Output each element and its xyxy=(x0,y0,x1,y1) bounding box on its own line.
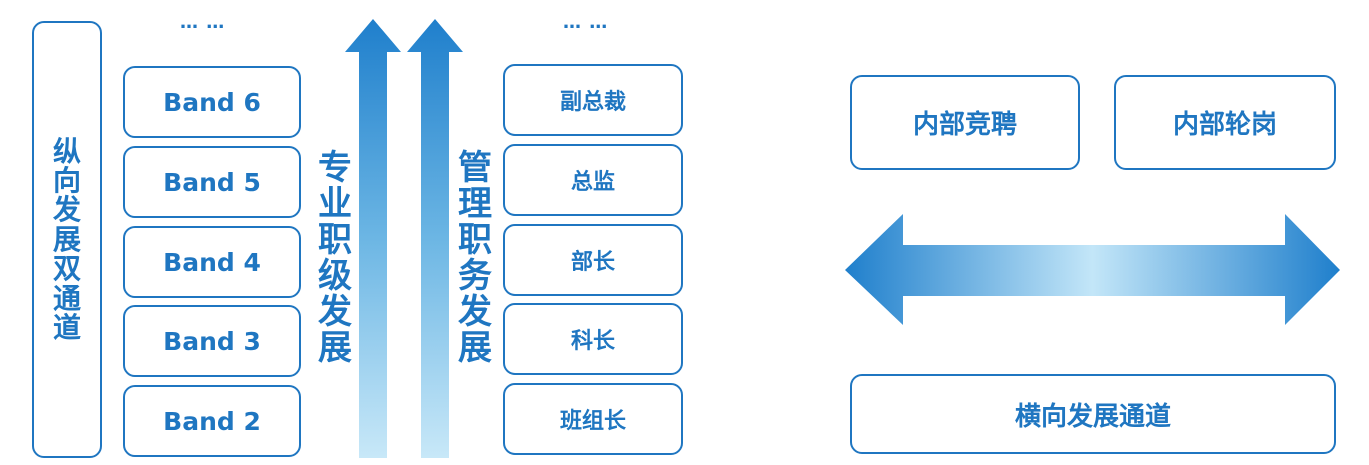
vertical-char: 道 xyxy=(52,310,81,344)
vertical-char: 发 xyxy=(458,292,492,333)
band-2-box: Band 2 xyxy=(123,385,301,457)
vertical-char: 发 xyxy=(52,193,81,227)
vertical-char: 展 xyxy=(458,328,492,369)
vice-president-box: 副总裁 xyxy=(503,64,683,136)
management-track-label: 管理职务发展 xyxy=(458,150,492,366)
professional-track-label: 专业职级发展 xyxy=(318,150,352,366)
vertical-char: 职 xyxy=(458,220,492,261)
vertical-char: 业 xyxy=(318,184,352,225)
band-3-box: Band 3 xyxy=(123,305,301,377)
vertical-char: 管 xyxy=(458,148,492,188)
vertical-channel-title: 纵向发展双通道 xyxy=(52,134,81,344)
band-6-box: Band 6 xyxy=(123,66,301,138)
internal-recruitment-box: 内部竞聘 xyxy=(850,75,1080,170)
management-ellipsis: … … xyxy=(563,12,609,33)
vertical-char: 双 xyxy=(52,252,81,286)
vertical-char: 务 xyxy=(458,256,492,297)
vertical-char: 理 xyxy=(458,184,492,225)
vertical-char: 级 xyxy=(318,256,352,297)
band-5-box: Band 5 xyxy=(123,146,301,218)
vertical-char: 展 xyxy=(318,328,352,369)
vertical-char: 职 xyxy=(318,220,352,261)
director-box: 总监 xyxy=(503,144,683,216)
vertical-char: 专 xyxy=(318,148,352,188)
department-head-box: 部长 xyxy=(503,224,683,296)
vertical-char: 纵 xyxy=(52,134,81,168)
vertical-char: 展 xyxy=(52,222,81,256)
section-chief-box: 科长 xyxy=(503,303,683,375)
vertical-channel-title-box: 纵向发展双通道 xyxy=(32,21,102,458)
vertical-char: 通 xyxy=(52,281,81,315)
management-up-arrow xyxy=(407,19,463,458)
job-rotation-box: 内部轮岗 xyxy=(1114,75,1336,170)
horizontal-double-arrow xyxy=(845,214,1340,325)
band-4-box: Band 4 xyxy=(123,226,301,298)
team-leader-box: 班组长 xyxy=(503,383,683,455)
professional-up-arrow xyxy=(345,19,401,458)
horizontal-channel-title-box: 横向发展通道 xyxy=(850,374,1336,454)
vertical-char: 发 xyxy=(318,292,352,333)
vertical-char: 向 xyxy=(52,164,81,198)
band-ellipsis: … … xyxy=(180,12,226,33)
